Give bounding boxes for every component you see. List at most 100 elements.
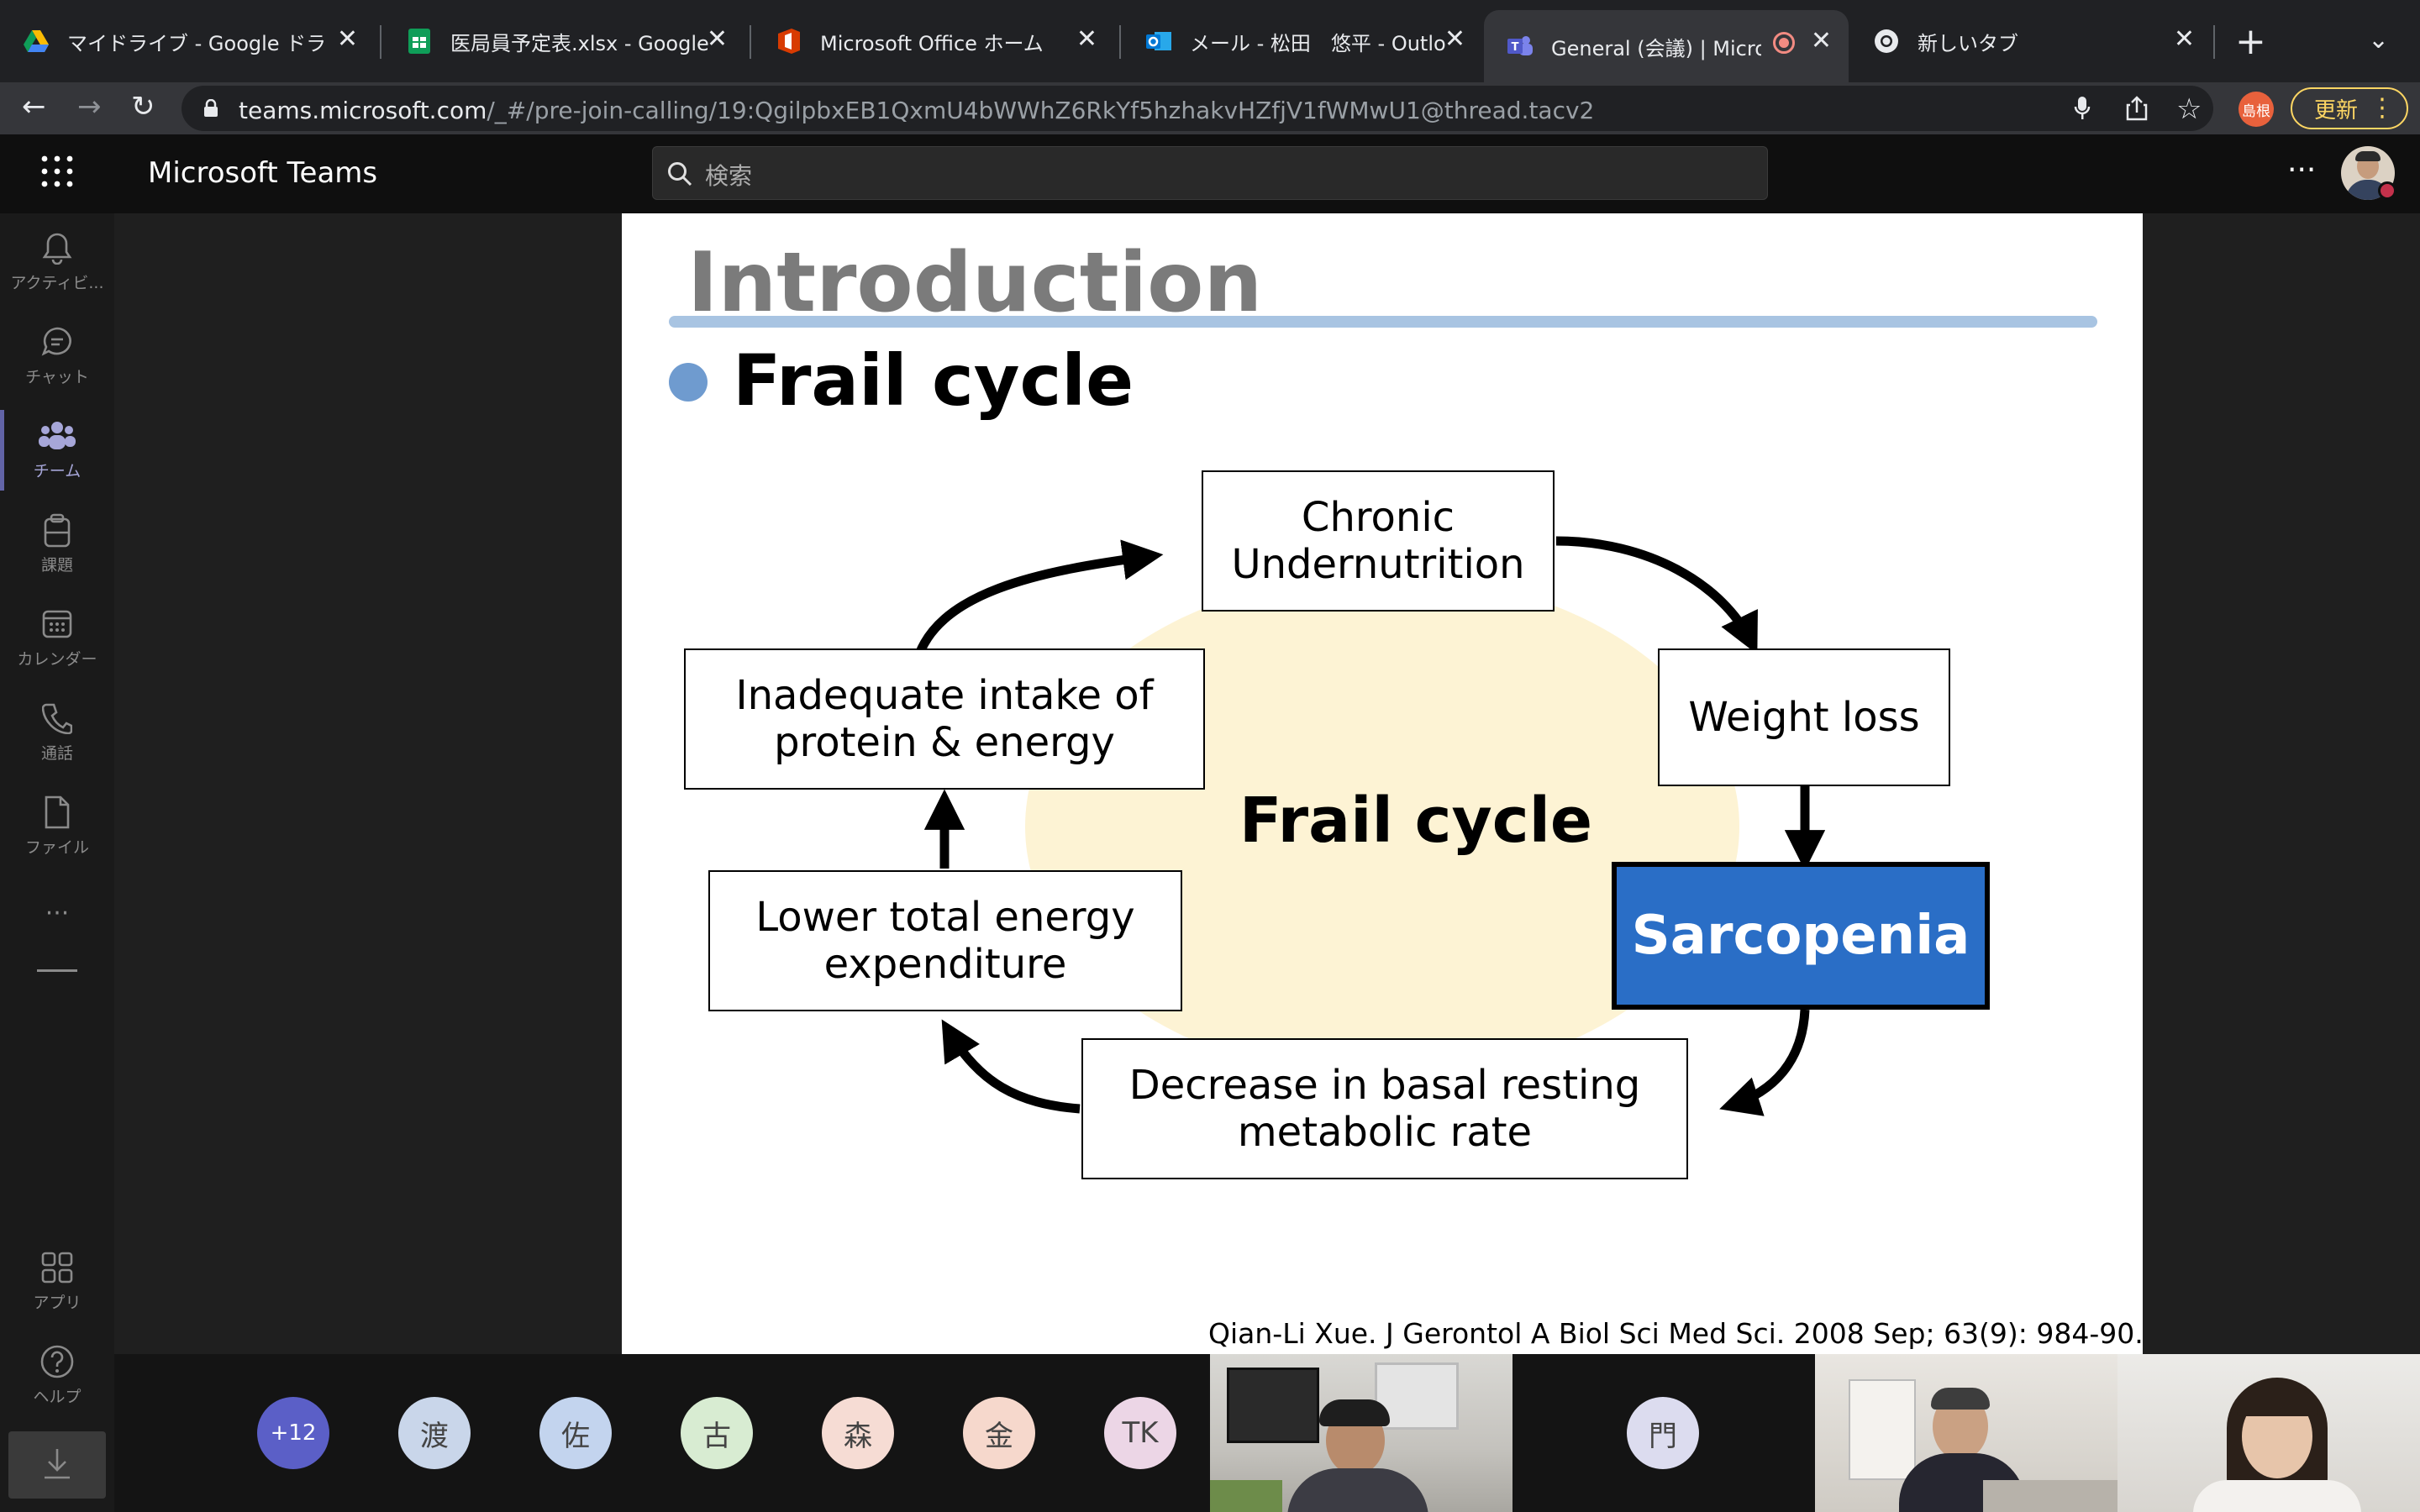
tab-new-tab[interactable]: 新しいタブ ✕ <box>1850 8 2212 74</box>
office-icon <box>776 29 802 54</box>
svg-text:T: T <box>1512 41 1519 54</box>
rail-item-teams[interactable]: チーム <box>0 410 114 491</box>
tab-outlook[interactable]: メール - 松田 悠平 - Outlo ✕ <box>1123 8 1482 74</box>
search-input[interactable]: 検索 <box>652 146 1768 200</box>
rail-label: チーム <box>33 462 82 480</box>
box-inadequate-intake: Inadequate intake of protein & energy <box>684 648 1205 790</box>
bookmark-star-icon[interactable]: ☆ <box>2176 92 2202 126</box>
arrow-sarcopenia-to-decrease <box>1719 1009 1810 1116</box>
google-drive-icon <box>24 29 49 54</box>
close-tab-icon[interactable]: ✕ <box>1810 26 1832 55</box>
address-bar[interactable]: teams.microsoft.com/_#/pre-join-calling/… <box>182 86 2213 131</box>
google-sheets-icon <box>407 29 432 54</box>
teams-left-rail: アクティビ... チャット チーム 課題 カレンダー 通話 ファイル ··· ア… <box>0 213 114 1512</box>
kebab-menu-icon[interactable]: ⋮ <box>2370 93 2395 123</box>
tab-divider <box>2213 25 2215 59</box>
app-title: Microsoft Teams <box>148 156 378 190</box>
participant-video-1[interactable] <box>1210 1354 1512 1512</box>
app-launcher-icon[interactable] <box>40 155 74 192</box>
rail-item-help[interactable]: ヘルプ <box>0 1341 114 1407</box>
back-arrow-icon[interactable]: ← <box>22 90 46 123</box>
tab-title: 医局員予定表.xlsx - Google <box>450 31 709 55</box>
profile-badge[interactable]: 島根 <box>2238 92 2274 127</box>
close-tab-icon[interactable]: ✕ <box>336 24 358 54</box>
rail-item-apps[interactable]: アプリ <box>0 1247 114 1313</box>
tab-title: General (会議) | Micros <box>1551 36 1761 60</box>
download-icon <box>42 1446 72 1483</box>
apps-icon <box>0 1247 114 1289</box>
more-options-icon[interactable]: ··· <box>2287 153 2317 187</box>
assignments-icon <box>0 509 114 551</box>
tab-teams-active[interactable]: T General (会議) | Micros ✕ <box>1484 10 1849 82</box>
chat-icon <box>0 321 114 363</box>
box-weight-loss: Weight loss <box>1658 648 1950 786</box>
participant-avatar[interactable]: 森 <box>822 1397 894 1469</box>
phone-icon <box>0 697 114 739</box>
rail-divider <box>37 969 77 972</box>
rail-item-calendar[interactable]: カレンダー <box>0 603 114 669</box>
participant-video-2[interactable] <box>1815 1354 2118 1512</box>
rail-item-files[interactable]: ファイル <box>0 791 114 858</box>
tab-sheets[interactable]: 医局員予定表.xlsx - Google ✕ <box>383 8 744 74</box>
close-tab-icon[interactable]: ✕ <box>2173 24 2195 54</box>
bell-icon <box>0 227 114 269</box>
tab-divider <box>380 25 381 59</box>
chrome-icon <box>1874 29 1899 54</box>
lock-icon <box>203 98 218 118</box>
arrow-decrease-to-lower <box>941 1019 1081 1114</box>
slide-title: Introduction <box>687 235 1263 331</box>
participant-strip: +12 渡 佐 古 森 金 TK 門 <box>114 1354 2420 1512</box>
new-tab-button[interactable]: + <box>2235 20 2266 63</box>
update-button[interactable]: 更新 ⋮ <box>2291 87 2408 129</box>
arrow-inadequate-to-chronic <box>911 539 1164 667</box>
share-icon[interactable] <box>2126 96 2148 124</box>
overflow-participants-button[interactable]: +12 <box>257 1397 329 1469</box>
search-icon <box>666 160 693 191</box>
box-lower-energy-expenditure: Lower total energy expenditure <box>708 870 1182 1011</box>
participant-avatar[interactable]: 古 <box>681 1397 753 1469</box>
participant-avatar[interactable]: 門 <box>1627 1397 1699 1469</box>
bullet-dot <box>669 363 708 402</box>
more-icon: ··· <box>45 899 70 928</box>
rail-label: 課題 <box>40 556 73 575</box>
rail-label: アクティビ... <box>10 274 104 292</box>
update-label: 更新 <box>2314 97 2359 123</box>
recording-icon <box>1773 32 1795 54</box>
rail-more-button[interactable]: ··· <box>0 899 114 928</box>
teams-icon: T <box>1507 34 1533 59</box>
shared-slide: Introduction Frail cycle Chronic Undernu… <box>622 213 2143 1354</box>
outlook-icon <box>1146 29 1171 54</box>
tab-google-drive[interactable]: マイドライブ - Google ドラ ✕ <box>0 8 375 74</box>
forward-arrow-icon[interactable]: → <box>77 90 102 123</box>
teams-people-icon <box>0 415 114 457</box>
download-button[interactable] <box>8 1431 106 1499</box>
participant-avatar[interactable]: 渡 <box>398 1397 471 1469</box>
microphone-icon[interactable] <box>2074 96 2091 124</box>
presence-busy-icon <box>2378 181 2396 200</box>
box-chronic-undernutrition: Chronic Undernutrition <box>1202 470 1555 612</box>
rail-label: アプリ <box>33 1294 82 1312</box>
title-underline <box>669 316 2097 328</box>
close-tab-icon[interactable]: ✕ <box>1444 24 1465 54</box>
browser-tab-bar: マイドライブ - Google ドラ ✕ 医局員予定表.xlsx - Googl… <box>0 0 2420 82</box>
participant-avatar[interactable]: TK <box>1104 1397 1176 1469</box>
rail-item-activity[interactable]: アクティビ... <box>0 227 114 293</box>
rail-label: ヘルプ <box>33 1388 82 1406</box>
file-icon <box>0 791 114 833</box>
tab-search-chevron-icon[interactable]: ⌄ <box>2368 25 2390 55</box>
rail-item-chat[interactable]: チャット <box>0 321 114 387</box>
meeting-stage: Introduction Frail cycle Chronic Undernu… <box>114 213 2420 1354</box>
tab-title: メール - 松田 悠平 - Outlo <box>1190 31 1446 55</box>
help-icon <box>0 1341 114 1383</box>
rail-item-calls[interactable]: 通話 <box>0 697 114 764</box>
participant-avatar[interactable]: 佐 <box>539 1397 612 1469</box>
rail-item-assignments[interactable]: 課題 <box>0 509 114 575</box>
reload-icon[interactable]: ↻ <box>131 90 155 123</box>
close-tab-icon[interactable]: ✕ <box>1076 24 1097 54</box>
participant-video-3[interactable] <box>2118 1354 2420 1512</box>
close-tab-icon[interactable]: ✕ <box>706 24 728 54</box>
participant-avatar[interactable]: 金 <box>963 1397 1035 1469</box>
arrow-chronic-to-weight <box>1555 536 1758 655</box>
box-sarcopenia: Sarcopenia <box>1612 862 1990 1010</box>
tab-office[interactable]: Microsoft Office ホーム ✕ <box>753 8 1114 74</box>
